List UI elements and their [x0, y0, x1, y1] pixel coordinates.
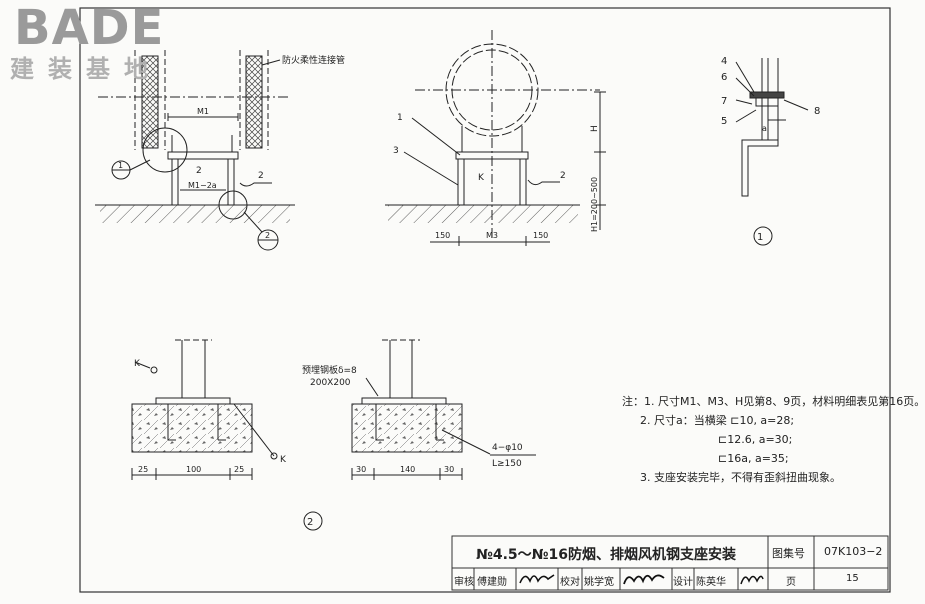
base-plate-2 [361, 397, 447, 405]
detail-footing-2: 预埋钢板δ=8 200X200 4−φ10 L≥150 30 140 30 [302, 339, 536, 480]
detail-footing-1: K K 25 100 25 [131, 339, 287, 480]
callout-1-num: 1 [118, 161, 123, 170]
callout-7: 7 [721, 96, 727, 107]
page-label: 页 [786, 577, 796, 588]
checker-name: 姚学宽 [584, 577, 614, 588]
logo-subtitle: 建装基地 [10, 55, 162, 83]
bracket-section [741, 139, 779, 197]
dim-150-right: 150 [533, 231, 548, 240]
page-number: 15 [846, 573, 859, 584]
logo-brand: BADE [14, 0, 165, 56]
detail-fan-view: K 1 3 2 H H1=200~500 150 M3 150 [385, 30, 606, 246]
bolt-length-label: L≥150 [492, 459, 522, 469]
a-label: a [762, 124, 767, 133]
dim-30-right: 30 [444, 465, 454, 474]
callout-2b: 2 [258, 171, 264, 181]
callout-2-num: 2 [265, 231, 270, 240]
callout-1-fan: 1 [397, 113, 403, 123]
note-3: 3. 支座安装完毕，不得有歪斜扭曲现象。 [640, 471, 841, 484]
ground-hatch-2 [388, 205, 578, 223]
dim-25-left: 25 [138, 465, 148, 474]
atlas-number: 07K103−2 [824, 545, 883, 558]
dim-140: 140 [400, 465, 415, 474]
m3-label: M3 [486, 231, 498, 240]
embed-size-label: 200X200 [310, 378, 351, 388]
callout-2-fan: 2 [560, 171, 566, 181]
m1-2a-label: M1−2a [188, 181, 217, 190]
concrete-footing-2 [351, 403, 463, 453]
note-2b: ⊏12.6, a=30; [718, 433, 793, 446]
reviewer-name: 傅建勋 [477, 577, 507, 588]
reviewer-signature [519, 574, 555, 584]
check-label: 校对 [560, 577, 580, 588]
title-block [451, 535, 889, 591]
detail-bolt-view: a 4 6 7 5 8 1 [721, 56, 820, 246]
drawing-frame [79, 7, 891, 593]
detail-2-number: 2 [307, 517, 313, 528]
k-label-2: K [280, 455, 287, 465]
dim-25-right: 25 [234, 465, 244, 474]
dim-30-left: 30 [356, 465, 366, 474]
callout-4: 4 [721, 56, 727, 67]
drawing-title: №4.5～№16防烟、排烟风机钢支座安装 [476, 547, 736, 563]
note-2c: ⊏16a, a=35; [718, 452, 789, 465]
dim-150-left: 150 [435, 231, 450, 240]
dim-100: 100 [186, 465, 201, 474]
detail-1-marker [753, 226, 773, 246]
designer-signature [740, 575, 764, 585]
ground-hatch [100, 205, 290, 223]
embed-plate-label: 预埋钢板δ=8 [302, 364, 357, 376]
callout-8: 8 [814, 106, 820, 117]
fan-support-beam [455, 151, 529, 160]
design-label: 设计 [673, 577, 693, 588]
note-1: 注：1. 尺寸M1、M3、H见第8、9页，材料明细表见第16页。 [622, 395, 925, 408]
designer-name: 陈英华 [696, 577, 726, 588]
callout-5: 5 [721, 116, 727, 127]
bolt-washer [755, 97, 779, 107]
review-label: 审核 [454, 577, 474, 588]
atlas-label: 图集号 [772, 547, 805, 560]
base-plate-1 [155, 397, 231, 405]
h-label: H [590, 125, 600, 132]
callout-6: 6 [721, 72, 727, 83]
drawing-canvas: 防火柔性连接管 M1 M1−2a 2 2 1 [79, 7, 891, 593]
detail-2-marker [303, 511, 323, 531]
detail-callout-circle [142, 127, 188, 173]
drawing-sheet: 防火柔性连接管 M1 M1−2a 2 2 1 [10, 0, 925, 593]
callout-2: 2 [196, 166, 202, 176]
concrete-footing-1 [131, 403, 253, 453]
notes-block: 注：1. 尺寸M1、M3、H见第8、9页，材料明细表见第16页。 2. 尺寸a：… [622, 392, 925, 487]
h1-label: H1=200~500 [590, 177, 599, 232]
m1-label: M1 [197, 107, 209, 116]
checker-signature [623, 574, 665, 585]
k-label: K [478, 173, 485, 183]
bolt-nut [749, 91, 785, 99]
detail-connector-view: 防火柔性连接管 M1 M1−2a 2 2 1 [95, 50, 345, 251]
flexible-connector-left [141, 55, 159, 149]
bolts-label: 4−φ10 [492, 443, 523, 453]
flexible-connector-right [245, 55, 263, 149]
support-beam [167, 151, 239, 160]
fire-connector-label: 防火柔性连接管 [282, 54, 345, 66]
callout-3-fan: 3 [393, 146, 399, 156]
k-label-1: K [134, 359, 141, 369]
detail-1-number: 1 [757, 232, 763, 243]
note-2: 2. 尺寸a：当横梁 ⊏10, a=28; [640, 414, 795, 427]
